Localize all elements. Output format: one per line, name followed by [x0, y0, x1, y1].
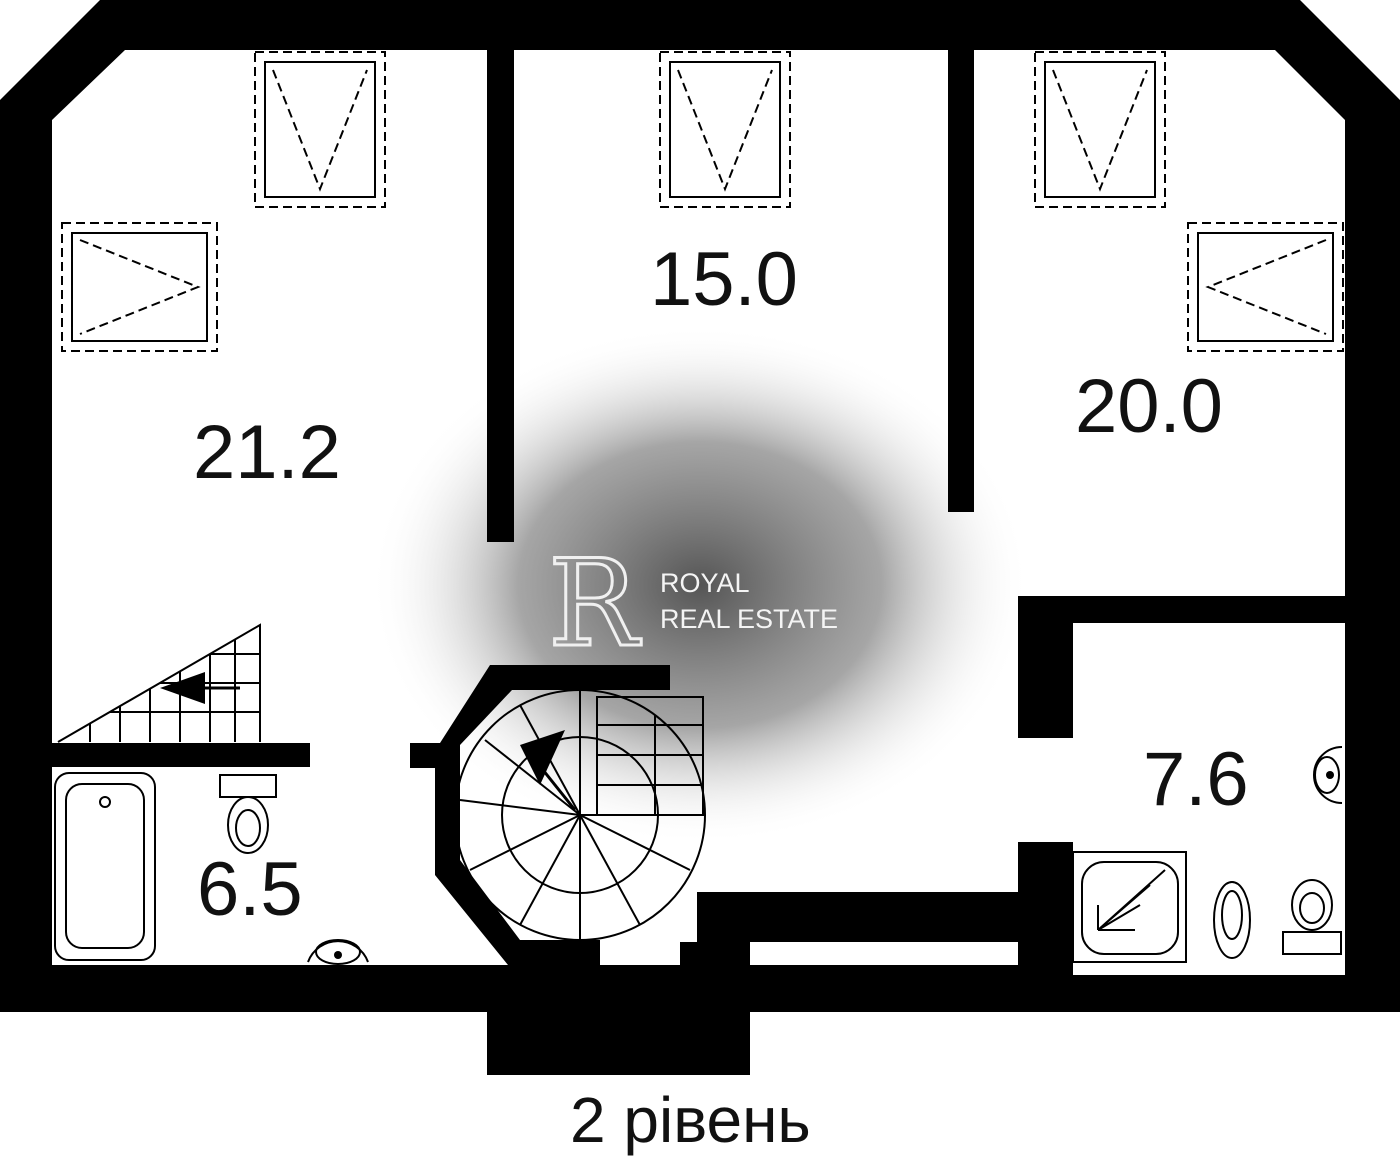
roof-windows — [61, 51, 1344, 352]
watermark-line2: REAL ESTATE — [660, 604, 838, 634]
partition-right — [948, 50, 974, 512]
room-area-label: 15.0 — [650, 237, 798, 322]
room-area-label: 20.0 — [1075, 364, 1223, 449]
watermark-letter: R — [548, 535, 642, 674]
roof-window-icon — [659, 51, 791, 208]
spiral-staircase-icon — [454, 689, 706, 941]
shower-tray-icon — [1072, 851, 1187, 963]
staircase-icon — [57, 623, 261, 743]
bump-ledge — [680, 942, 750, 965]
roof-window-icon — [1187, 222, 1344, 352]
sink-icon — [307, 939, 369, 965]
partition-left — [487, 50, 514, 542]
bottom-bump — [487, 965, 750, 1075]
room-area-label: 21.2 — [193, 410, 341, 495]
bath-right-side-wall-lower — [1018, 842, 1073, 975]
bathtub-icon — [54, 772, 156, 961]
walls — [0, 0, 1400, 1075]
toilet-icon — [1213, 881, 1251, 959]
room-area-label: 6.5 — [197, 847, 303, 932]
corridor-wall — [697, 892, 1018, 942]
floor-caption: 2 рівень — [570, 1084, 811, 1156]
stair-enclosure — [410, 665, 670, 965]
sink-icon — [1313, 746, 1343, 804]
toilet-icon — [1282, 879, 1342, 955]
watermark-logo: R ROYAL REAL ESTATE — [547, 534, 839, 676]
watermark-glow — [370, 325, 1030, 845]
room-area-label: 7.6 — [1143, 737, 1249, 822]
bath-left-top-wall — [52, 743, 310, 767]
watermark-line1: ROYAL — [660, 568, 750, 598]
roof-window-icon — [1034, 51, 1166, 208]
roof-window-icon — [254, 51, 386, 208]
bath-right-side-wall-upper — [1018, 596, 1073, 738]
roof-window-icon — [61, 222, 218, 352]
toilet-icon — [219, 774, 277, 854]
